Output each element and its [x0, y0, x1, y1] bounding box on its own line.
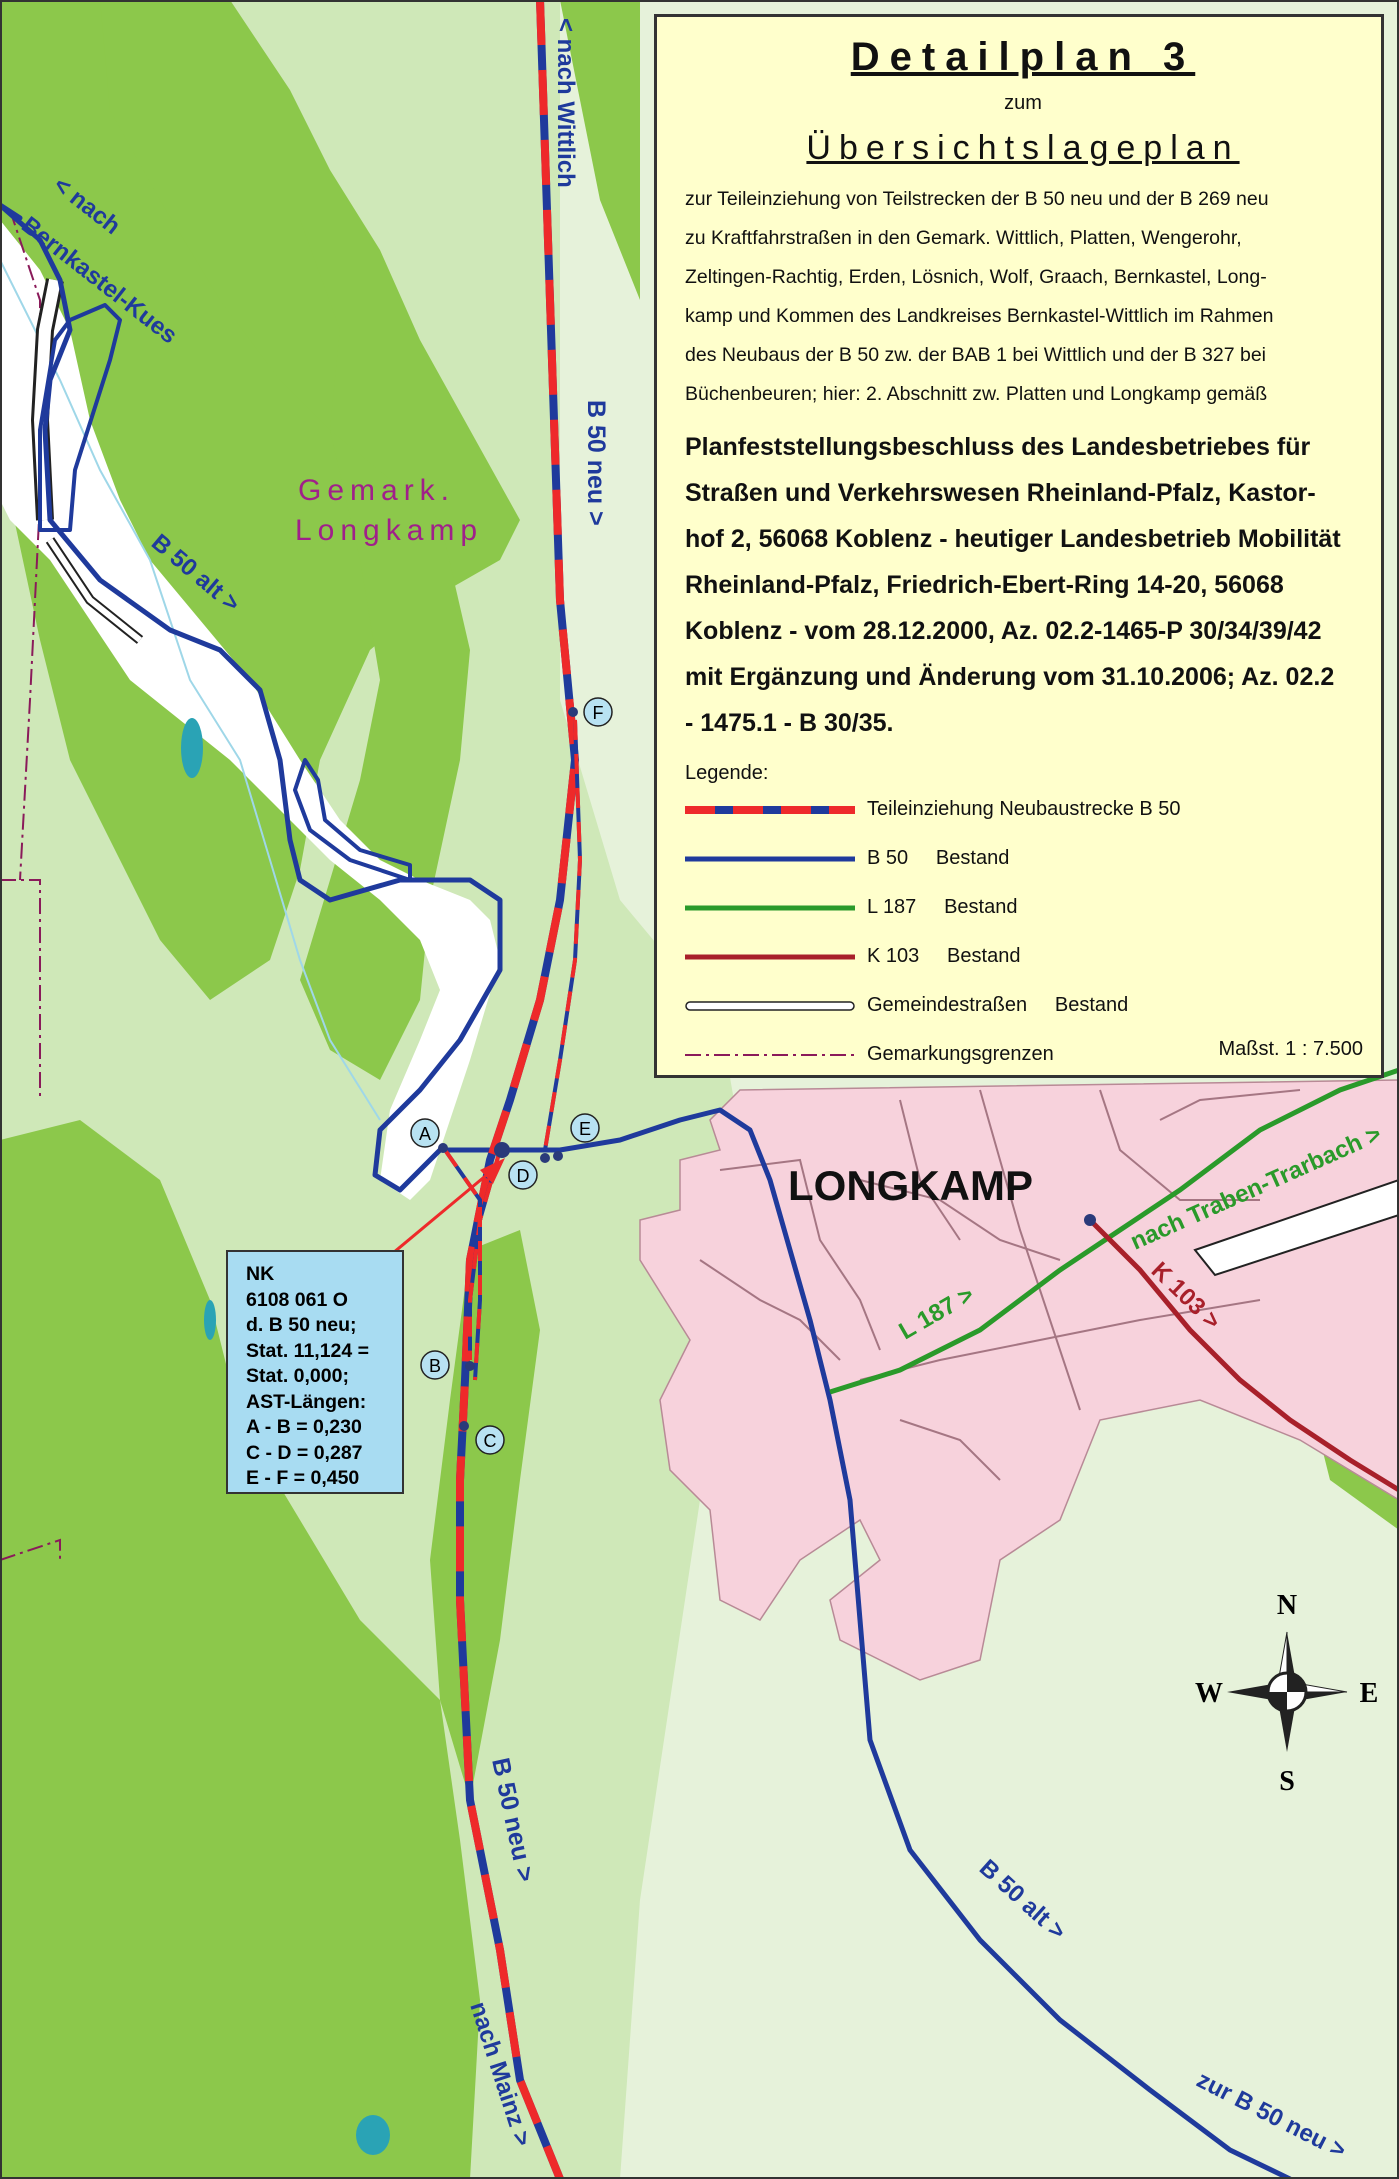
compass-rose: N S E W: [1195, 1590, 1378, 1797]
legend-symbol-b50: [685, 856, 855, 861]
compass-s: S: [1279, 1766, 1295, 1797]
legend-item-l187: L 187 Bestand: [685, 883, 1361, 932]
node-info-line: 6108 061 O: [246, 1288, 348, 1311]
node-info-line: AST-Längen:: [246, 1390, 367, 1413]
node-info-line: Stat. 11,124 =: [246, 1339, 370, 1362]
legend-label: Gemeindestraßen Bestand: [867, 994, 1129, 1016]
point-marker-f[interactable]: F: [583, 697, 613, 727]
label-town-longkamp: LONGKAMP: [788, 1162, 1033, 1209]
legend-items: Teileinziehung Neubaustrecke B 50 B 50 B…: [685, 785, 1361, 1079]
legend-label: Teileinziehung Neubaustrecke B 50: [867, 798, 1181, 820]
decision-line: Rheinland-Pfalz, Friedrich-Ebert-Ring 14…: [685, 571, 1284, 599]
forest-area-southwest: [0, 1120, 480, 2179]
pond-north: [181, 718, 203, 778]
point-label-d: D: [517, 1166, 530, 1186]
legend-item-new-b50: Teileinziehung Neubaustrecke B 50: [685, 785, 1361, 834]
k103-road: [1088, 1218, 1399, 1493]
legend-item-gemarkungsgrenzen: Gemarkungsgrenzen: [685, 1030, 1361, 1079]
point-label-a: A: [419, 1124, 431, 1144]
description-line: kamp und Kommen des Landkreises Bernkast…: [685, 305, 1274, 327]
decision-line: Koblenz - vom 28.12.2000, Az. 02.2-1465-…: [685, 617, 1322, 645]
point-markers: A B C D E F: [410, 697, 613, 1455]
legend-label: L 187 Bestand: [867, 896, 1018, 918]
compass-e: E: [1360, 1678, 1379, 1709]
compass-n: N: [1277, 1590, 1297, 1621]
town-area: [639, 1079, 1399, 1681]
legend-item-b50: B 50 Bestand: [685, 834, 1361, 883]
description-line: zu Kraftfahrstraßen in den Gemark. Wittl…: [685, 227, 1242, 249]
plan-title: Detailplan 3: [850, 35, 1196, 79]
legend-symbol-new-b50: [685, 805, 855, 814]
plan-description: zur Teileinziehung von Teilstrecken der …: [685, 180, 1361, 414]
forest-area-north-center: [100, 0, 340, 430]
legend-label: B 50 Bestand: [867, 847, 1010, 869]
node-info-line: A - B = 0,230: [246, 1416, 362, 1438]
legend-item-k103: K 103 Bestand: [685, 932, 1361, 981]
node-info-line: d. B 50 neu;: [246, 1314, 357, 1336]
forest-area-southcenter: [430, 1230, 540, 1800]
label-nach-wittlich: < nach Wittlich: [552, 18, 579, 188]
town-streets: [699, 1089, 1301, 1481]
plan-subtitle: Übersichtslageplan: [806, 129, 1240, 167]
label-gemark-1: Gemark.: [298, 474, 455, 507]
b50-new-road: [443, 0, 583, 2179]
node-info-line: NK: [246, 1263, 275, 1285]
pond-west: [204, 1300, 216, 1340]
legend-symbol-gemarkungsgrenzen: [685, 1053, 855, 1056]
point-marker-b[interactable]: B: [420, 1350, 450, 1380]
decision-line: - 1475.1 - B 30/35.: [685, 709, 894, 737]
river-line: [0, 259, 381, 1121]
legend-item-gemeindestrassen: Gemeindestraßen Bestand: [685, 981, 1361, 1030]
compass-w: W: [1195, 1678, 1223, 1709]
municipal-roads: [30, 278, 144, 644]
forest-area-northeast: [560, 0, 640, 300]
plan-zum: zum: [1004, 92, 1042, 114]
plan-decision-text: Planfeststellungsbeschluss des Landesbet…: [685, 424, 1361, 746]
description-line: Zeltingen-Rachtig, Erden, Lösnich, Wolf,…: [685, 266, 1267, 288]
decision-line: hof 2, 56068 Koblenz - heutiger Landesbe…: [685, 525, 1341, 553]
description-line: Büchenbeuren; hier: 2. Abschnitt zw. Pla…: [685, 383, 1268, 405]
decision-line: mit Ergänzung und Änderung vom 31.10.200…: [685, 663, 1335, 691]
b50-loop-roads: [38, 303, 412, 882]
point-label-f: F: [593, 703, 604, 723]
legend-label: K 103 Bestand: [867, 945, 1021, 967]
description-line: zur Teileinziehung von Teilstrecken der …: [685, 188, 1269, 210]
point-marker-c[interactable]: C: [475, 1425, 505, 1455]
legend-heading: Legende:: [685, 762, 769, 784]
decision-line: Planfeststellungsbeschluss des Landesbet…: [685, 433, 1311, 461]
node-info-line: E - F = 0,450: [246, 1467, 360, 1489]
node-info-line: Stat. 0,000;: [246, 1365, 349, 1387]
forest-area-west: [0, 0, 520, 1000]
description-line: des Neubaus der B 50 zw. der BAB 1 bei W…: [685, 344, 1267, 366]
node-info-line: C - D = 0,287: [246, 1441, 363, 1464]
municipal-road-east: [1193, 1178, 1399, 1277]
point-marker-e[interactable]: E: [570, 1113, 600, 1143]
pond-south: [356, 2115, 390, 2155]
label-gemark-2: Longkamp: [295, 514, 483, 547]
point-label-c: C: [484, 1431, 497, 1451]
legend-symbol-l187: [685, 905, 855, 910]
l187-road: [829, 1067, 1399, 1395]
node-info-box: NK 6108 061 O d. B 50 neu; Stat. 11,124 …: [226, 1250, 404, 1494]
point-marker-a[interactable]: A: [410, 1118, 440, 1148]
map-scale: Maßst. 1 : 7.500: [1218, 1038, 1363, 1060]
point-label-b: B: [429, 1356, 441, 1376]
legend-panel: Detailplan 3 zum Übersichtslageplan zur …: [654, 14, 1384, 1078]
point-marker-d[interactable]: D: [508, 1160, 538, 1190]
junction-dots: [438, 707, 1096, 1431]
legend-symbol-gemeindestrassen: [685, 1000, 855, 1011]
legend-symbol-k103: [685, 954, 855, 959]
label-b50-neu-north: B 50 neu >: [582, 400, 610, 526]
point-label-e: E: [579, 1119, 591, 1139]
legend-label: Gemarkungsgrenzen: [867, 1043, 1054, 1065]
decision-line: Straßen und Verkehrswesen Rheinland-Pfal…: [685, 479, 1316, 507]
river-valley: [0, 220, 500, 1200]
b50-existing-road: [0, 202, 1293, 2179]
